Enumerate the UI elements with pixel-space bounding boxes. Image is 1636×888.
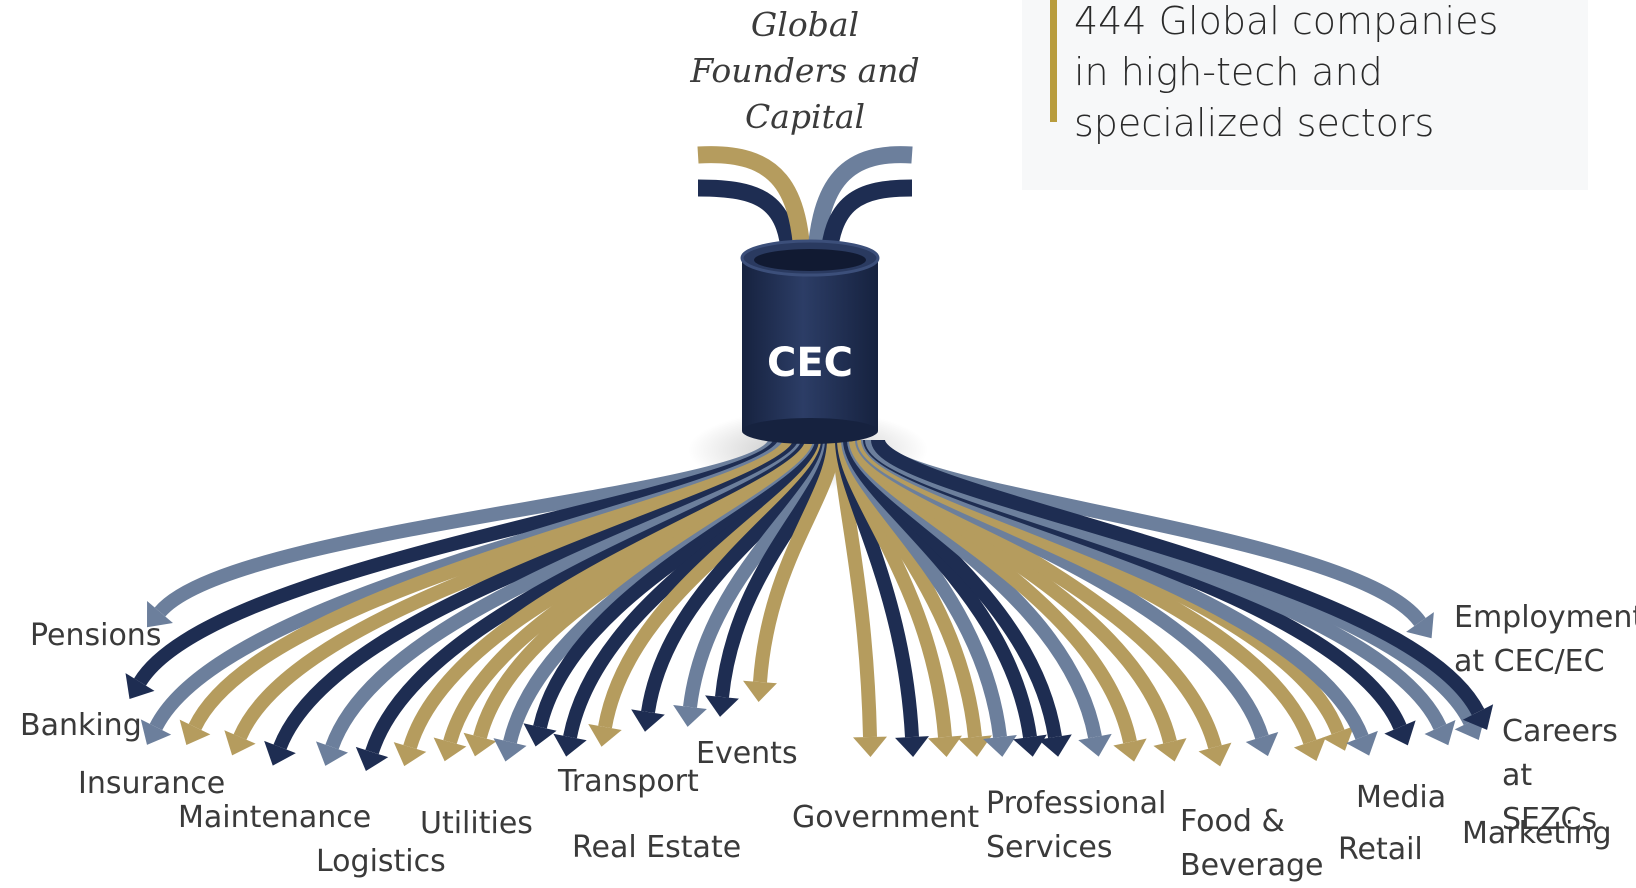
flow-arrow-shaft — [871, 437, 1485, 716]
label-utilities: Utilities — [420, 806, 533, 841]
hub-label: CEC — [767, 340, 853, 386]
flow-arrow-head — [895, 736, 929, 757]
flow-arrow-head — [631, 709, 665, 732]
flow-arrow-head — [958, 735, 992, 757]
flow-arrow-head — [355, 746, 389, 772]
flow-arrow-head — [673, 704, 707, 727]
flow-arrow-head — [1198, 742, 1232, 767]
flow-arrow-head — [743, 680, 777, 702]
flow-arrow-head — [1013, 734, 1047, 757]
flow-arrow-head — [1406, 612, 1434, 639]
label-food-beverage: Food & Beverage — [1180, 804, 1324, 883]
flow-arrow-head — [463, 732, 497, 757]
flow-arrow-head — [179, 719, 211, 746]
info-text: 444 Global companies in high-tech and sp… — [1074, 0, 1499, 145]
hub-cylinder — [740, 239, 880, 444]
flow-arrow-head — [493, 738, 527, 762]
label-logistics: Logistics — [316, 844, 446, 879]
flow-arrow-head — [553, 733, 587, 757]
label-marketing: Marketing — [1462, 816, 1612, 851]
flow-arrow-head — [1113, 738, 1147, 762]
flow-arrow-head — [1293, 736, 1327, 761]
flow-arrow-head — [1245, 731, 1279, 757]
label-insurance: Insurance — [78, 766, 226, 801]
label-pensions: Pensions — [30, 618, 162, 653]
flow-arrow-head — [140, 719, 172, 745]
label-retail: Retail — [1338, 832, 1423, 867]
flow-arrow-head — [588, 724, 622, 747]
flow-arrow-head — [1078, 733, 1112, 757]
label-employment-cec-ec: Employment at CEC/EC — [1454, 600, 1636, 679]
info-box: 444 Global companies in high-tech and sp… — [1022, 0, 1588, 190]
label-professional-services: Professional Services — [986, 786, 1167, 865]
flow-arrow-shaft — [753, 439, 841, 683]
info-accent-bar — [1050, 0, 1057, 122]
flow-arrow-head — [983, 735, 1017, 757]
label-careers-sezcs: Careers at SEZCs — [1502, 714, 1618, 837]
flow-arrow-head — [1346, 730, 1378, 756]
flow-arrow-head — [224, 730, 256, 756]
flow-arrow-head — [705, 695, 739, 717]
flow-arrow-head — [1462, 704, 1494, 730]
label-government: Government — [792, 800, 980, 835]
flow-arrow-head — [393, 742, 427, 767]
flow-arrow-head — [147, 600, 173, 628]
flow-arrow-head — [264, 740, 296, 766]
output-arrows — [125, 437, 1494, 772]
flow-arrow-head — [1153, 738, 1187, 762]
source-label: Global Founders and Capital — [690, 5, 920, 136]
flow-arrow-head — [1322, 726, 1354, 751]
flow-arrow-head — [125, 673, 155, 700]
flow-arrow-head — [523, 723, 557, 747]
flow-arrow-head — [928, 735, 962, 757]
label-events: Events — [696, 736, 798, 771]
label-real-estate: Real Estate — [572, 830, 742, 865]
flow-arrow-head — [853, 736, 887, 757]
label-transport: Transport — [558, 764, 699, 799]
flow-arrow-head — [1038, 734, 1072, 757]
flow-arrow-head — [433, 737, 467, 762]
label-maintenance: Maintenance — [178, 800, 372, 835]
flow-arrow-head — [315, 741, 349, 766]
label-banking: Banking — [20, 708, 142, 743]
flow-arrow-head — [1424, 719, 1456, 746]
flow-arrow-head — [1384, 720, 1416, 746]
label-media: Media — [1356, 780, 1447, 815]
